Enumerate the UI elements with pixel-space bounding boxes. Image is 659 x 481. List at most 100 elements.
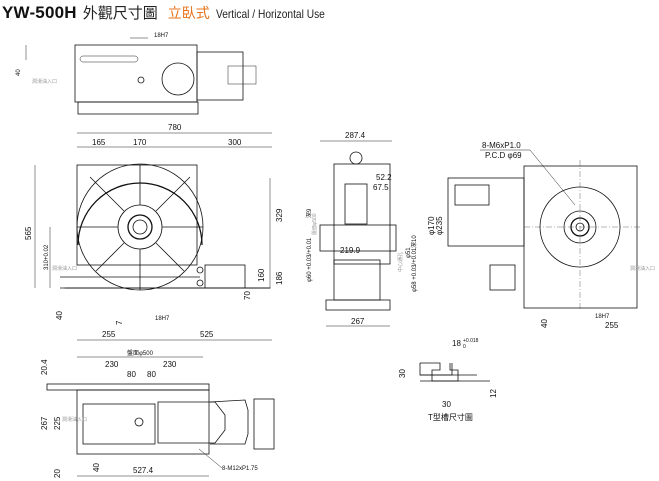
dim-7: 7 [115, 320, 124, 325]
bottom-center-boss [134, 417, 144, 427]
center-bore-inner [132, 219, 148, 235]
dim-165: 165 [92, 138, 106, 147]
side-body [333, 163, 391, 265]
top-view-body [74, 44, 198, 103]
t-slot-tol-lower: 0 [463, 344, 466, 350]
front-view: 780 165 170 300 565 310+0.02 潤滑油入口 329 1… [24, 123, 284, 341]
dim-235-dia: φ235 [435, 216, 444, 235]
dim-52: 52.2 [376, 173, 392, 182]
top-view-slot [79, 55, 139, 63]
rear-motor-lower [489, 264, 516, 291]
t-slot-diag-2 [155, 176, 191, 212]
t-slot-diag-4 [155, 242, 185, 272]
rear-dim-255: 255 [605, 321, 619, 330]
dim-67: 67.5 [373, 183, 389, 192]
t-slot-caption: T型槽尺寸圖 [428, 412, 473, 422]
bore-depth-dim: 深9 [305, 208, 313, 218]
model-number: YW-500H [2, 3, 77, 22]
side-base [325, 299, 391, 311]
rear-slot-dim: 18H7 [595, 314, 610, 320]
dim-58-dia: φ58 +0.03/+0.01 [412, 247, 418, 292]
top-slot-dim: 18H7 [154, 33, 169, 39]
bottom-dim-267: 267 [40, 416, 49, 430]
t-slot-diag-3 [95, 242, 125, 272]
bottom-inner-plate [82, 403, 156, 445]
dim-525: 525 [200, 330, 214, 339]
front-inlet-label: 潤滑油入口 [52, 265, 77, 272]
bottom-view: 盤面φ500 230 230 80 80 20.4 267 225 20 40 … [40, 349, 275, 478]
center-hole-label: 中心通孔 [397, 252, 404, 272]
t-slot-bottom-width: 30 [442, 400, 451, 409]
t-slot-width: 18 [452, 339, 461, 348]
dim-780: 780 [168, 123, 182, 132]
bottom-body [76, 389, 210, 455]
rear-callout-leader [529, 149, 576, 206]
port-1 [196, 266, 204, 274]
side-view: 287.4 52.2 67.5 盤面φ500 深9 φ60 +0.03/+0.0… [305, 131, 444, 327]
t-slot-diag-1 [89, 176, 125, 212]
top-view-center-boss [137, 76, 145, 84]
dim-329: 329 [275, 208, 284, 222]
rear-callout-1: 8-M6xP1.0 [482, 141, 521, 150]
top-view-table-circle [161, 62, 195, 96]
rear-frame [523, 165, 638, 309]
table-dia-label: 盤面φ500 [311, 213, 318, 235]
dim-300: 300 [228, 138, 242, 147]
bottom-inlet-label: 潤滑油入口 [62, 416, 87, 423]
dim-310: 310+0.02 [44, 244, 50, 270]
bottom-motor-plate [157, 401, 226, 444]
side-lower-housing [333, 259, 381, 301]
dim-170-dia: φ170 [427, 216, 436, 235]
front-slot-dim: 18H7 [155, 316, 170, 322]
t-slot-top-outline [419, 363, 453, 376]
rear-motor-cover [454, 184, 490, 206]
bottom-handle [209, 399, 249, 445]
bottom-table-dia: 盤面φ500 [127, 349, 154, 357]
bottom-dim-225: 225 [53, 416, 62, 430]
dim-170: 170 [133, 138, 147, 147]
port-2 [196, 279, 204, 287]
rear-dim-40: 40 [540, 319, 549, 328]
rear-inlet-label: 潤滑油入口 [630, 265, 655, 272]
t-slot-depth: 30 [398, 369, 407, 378]
motor-box [204, 264, 246, 289]
dim-565: 565 [24, 226, 33, 240]
bottom-dim-230-left: 230 [105, 360, 119, 369]
dim-255: 255 [102, 330, 116, 339]
top-view: 18H7 40 潤滑油入口 [16, 33, 257, 115]
bottom-motor-end [253, 398, 275, 450]
bottom-dim-20-4: 20.4 [40, 359, 49, 375]
orientation-zh: 立臥式 [167, 5, 210, 21]
top-inlet-label: 潤滑油入口 [32, 78, 57, 85]
top-view-motor-cover [227, 65, 257, 85]
bottom-dim-80-left: 80 [127, 370, 136, 379]
dim-186: 186 [275, 271, 284, 285]
bottom-top-rail [46, 383, 210, 391]
bore-dim: φ60 +0.03/+0.01 [307, 237, 313, 282]
dim-40: 40 [55, 311, 64, 320]
dim-70: 70 [243, 291, 252, 300]
t-slot-detail: 18 +0.018 0 30 30 12 T型槽尺寸圖 [398, 338, 498, 422]
orientation-en: Vertical / Horizontal Use [215, 7, 325, 21]
t-slot-height: 12 [489, 389, 498, 398]
top-view-motor-housing [196, 51, 244, 101]
dim-287: 287.4 [345, 131, 366, 140]
lifting-eye [349, 151, 363, 165]
side-table-section [319, 224, 397, 252]
drawing-title: 外觀尺寸圖 [82, 5, 158, 22]
through-hole-dim: φ51 [406, 247, 412, 258]
rear-view: 8-M6xP1.0 P.C.D φ69 潤滑油入口 40 18H7 255 [447, 141, 655, 330]
dim-219: 219.9 [340, 246, 361, 255]
rear-motor-box [447, 177, 525, 247]
bottom-dim-40: 40 [92, 463, 101, 472]
bottom-dim-527: 527.4 [133, 466, 154, 475]
bottom-dim-20: 20 [53, 469, 62, 478]
center-bore [127, 214, 153, 240]
front-frame [76, 164, 198, 266]
side-upper-box [344, 183, 368, 225]
page-header: YW-500H 外觀尺寸圖 立臥式 Vertical / Horizontal … [2, 2, 344, 26]
top-view-base [77, 101, 199, 115]
rear-callout-2: P.C.D φ69 [485, 151, 522, 160]
t-slot-tol-upper: +0.018 [463, 338, 479, 344]
